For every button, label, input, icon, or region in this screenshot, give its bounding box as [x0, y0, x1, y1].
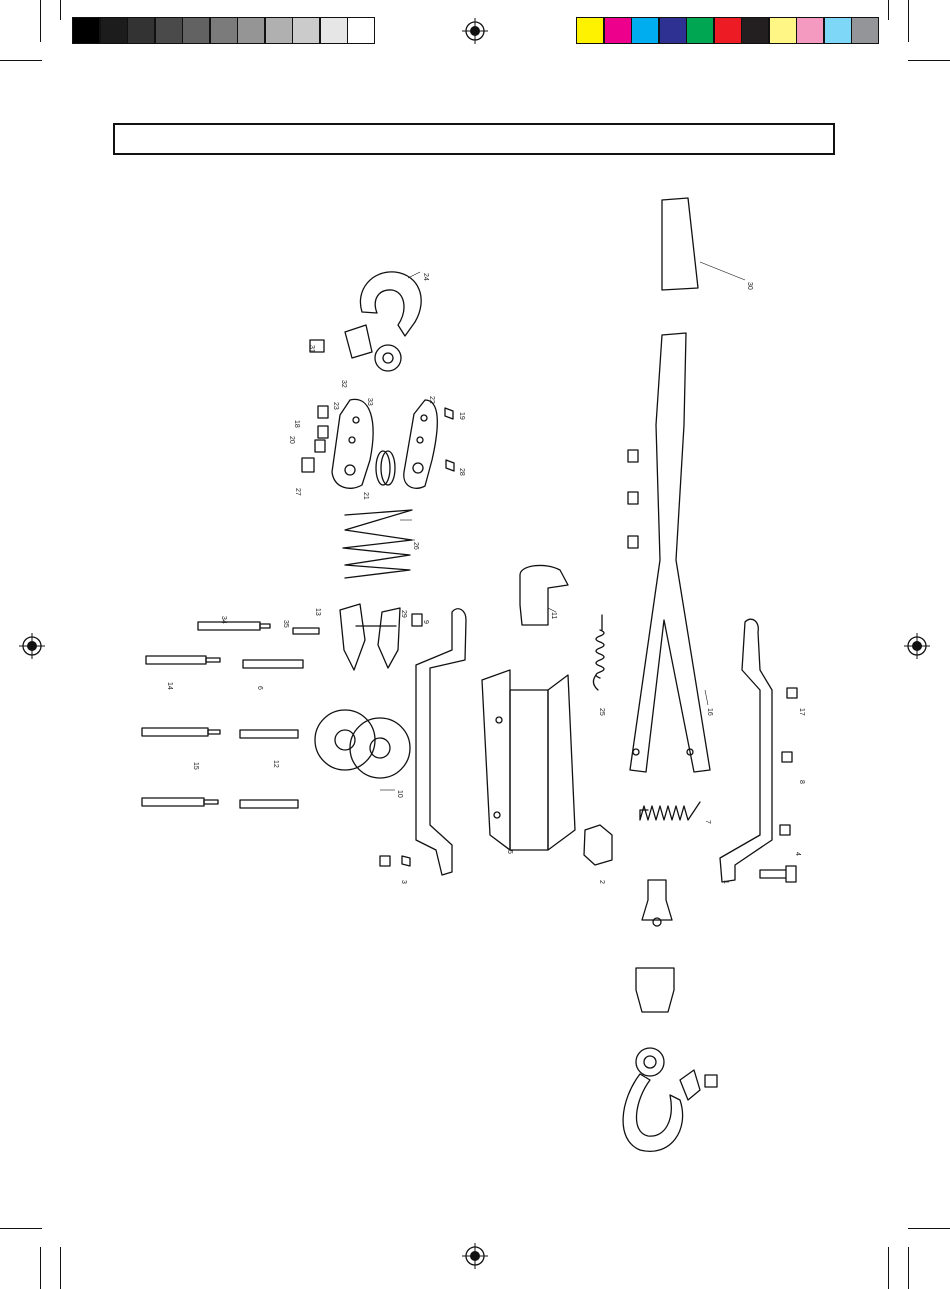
lever-handle-icon	[630, 333, 710, 772]
spring-vertical-icon	[593, 615, 604, 690]
part-number-label: 3	[400, 880, 407, 884]
part-number-label: 9	[422, 620, 429, 624]
part-number-label: 32	[340, 380, 347, 388]
bolt-icon	[760, 866, 796, 882]
part-number-label: 33	[366, 398, 373, 406]
pawl-gear-icon	[340, 604, 400, 670]
pawl-cover-icon	[520, 565, 568, 625]
part-number-label: 27	[294, 488, 301, 496]
part-number-label: 24	[422, 273, 429, 281]
part-number-label: 21	[362, 492, 369, 500]
swivel-block-icon	[642, 880, 672, 920]
part-number-label: 7	[704, 820, 711, 824]
pulley-icon	[376, 451, 395, 485]
center-frame-plate-icon	[482, 670, 575, 850]
part-number-label: 35	[282, 620, 289, 628]
spring-horizontal-icon	[640, 802, 700, 820]
side-plate-right-icon	[404, 400, 438, 488]
part-number-label: 31	[308, 345, 315, 353]
part-number-label: 8	[798, 780, 805, 784]
part-number-label: 18	[293, 420, 300, 428]
part-number-label: 20	[288, 436, 295, 444]
part-number-label: 4	[794, 852, 801, 856]
part-number-label: 17	[798, 708, 805, 716]
part-number-label: 2	[598, 880, 605, 884]
part-number-label: 26	[412, 542, 419, 550]
part-number-label: 22	[428, 396, 435, 404]
part-number-label: 10	[396, 790, 403, 798]
left-bracket-icon	[416, 609, 466, 875]
part-number-label: 11	[550, 612, 557, 619]
part-number-label: 25	[598, 708, 605, 716]
swivel-yoke-icon	[636, 968, 674, 1012]
part-number-label: 30	[746, 282, 753, 290]
ratchet-pawl-icon	[584, 825, 612, 865]
lever-pins-icon	[628, 450, 638, 548]
part-number-label: 29	[400, 610, 407, 618]
part-number-label: 5	[506, 850, 513, 854]
part-number-label: 34	[220, 616, 227, 624]
shaft-bolts-icon	[142, 622, 319, 808]
gear-wheels-icon	[315, 710, 410, 778]
part-number-label: 12	[272, 760, 279, 768]
part-number-label: 16	[706, 708, 713, 716]
part-number-label: 14	[166, 682, 173, 690]
part-number-label: 15	[192, 762, 199, 770]
side-plate-left-icon	[332, 399, 373, 488]
right-bracket-icon	[720, 619, 772, 882]
part-number-label: 6	[256, 686, 263, 690]
handle-grip-icon	[662, 198, 698, 290]
part-number-label: 23	[332, 402, 339, 410]
bottom-hook-icon	[623, 1048, 717, 1151]
part-number-label: 13	[314, 608, 321, 616]
part-number-label: 28	[458, 468, 465, 476]
part-number-label: 1	[722, 880, 729, 884]
top-hook-icon	[310, 272, 421, 371]
part-number-label: 19	[458, 412, 465, 420]
